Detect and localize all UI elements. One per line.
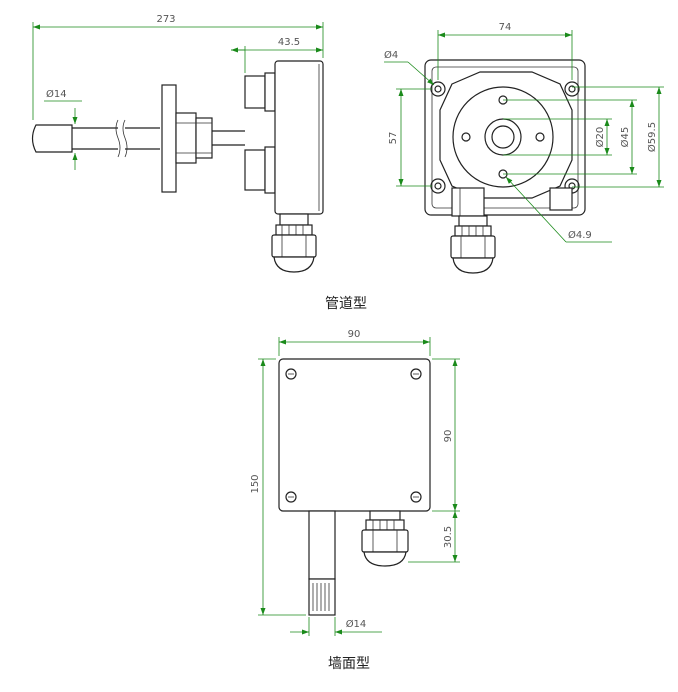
dim-wall-height-total-label: 150 (250, 474, 261, 493)
front-lower-lugs (451, 187, 573, 217)
dim-43-5-label: 43.5 (278, 37, 300, 48)
dim-probe-diameter-side-label: Ø14 (46, 88, 67, 100)
dim-flange-bolt: Ø45 (503, 99, 637, 175)
dim-wall-height-lower: 30.5 (408, 511, 460, 563)
dim-flange-inner-label: Ø20 (594, 127, 606, 148)
dim-hole-4-label: Ø4 (384, 49, 398, 61)
dim-hole-4: Ø4 (384, 49, 435, 86)
dim-wall-probe-diameter: Ø14 (290, 617, 382, 636)
cable-gland (271, 213, 317, 273)
dim-74: 74 (437, 22, 573, 80)
dim-273: 273 (32, 14, 324, 120)
dim-wall-width: 90 (278, 329, 431, 356)
dim-wall-height-total: 150 (250, 358, 306, 616)
flange-clamp (175, 112, 245, 164)
wall-probe (308, 510, 336, 616)
front-cable-gland (450, 215, 496, 274)
dim-wall-width-label: 90 (348, 329, 361, 340)
front-housing (424, 59, 586, 216)
dim-273-label: 273 (156, 14, 175, 25)
dim-flange-bolt-label: Ø45 (619, 127, 631, 148)
dim-flange-hole-label: Ø4.9 (568, 229, 592, 241)
duct-side-view: 273 43.5 Ø14 (31, 14, 324, 273)
wall-box (278, 358, 431, 512)
duct-flange (161, 84, 177, 193)
corner-screws (430, 81, 580, 194)
wall-box-screws (285, 368, 422, 503)
dim-wall-height-box-label: 90 (443, 430, 454, 443)
dim-flange-outer: Ø59.5 (572, 86, 664, 188)
dim-wall-height-box: 90 (432, 358, 460, 512)
dim-flange-inner: Ø20 (503, 118, 612, 156)
wall-cable-gland (361, 510, 409, 567)
dim-wall-probe-diameter-label: Ø14 (346, 618, 367, 630)
caption-duct-type: 管道型 (325, 296, 367, 312)
housing-box (274, 60, 324, 215)
dim-57-label: 57 (388, 132, 399, 145)
duct-front-view: 74 Ø4 57 Ø20 Ø45 (384, 22, 664, 274)
dim-wall-height-lower-label: 30.5 (443, 526, 454, 548)
dim-74-label: 74 (499, 22, 512, 33)
probe-tube (31, 119, 160, 158)
dim-43-5: 43.5 (231, 37, 323, 73)
dim-probe-diameter-side: Ø14 (44, 88, 82, 170)
dim-flange-outer-label: Ø59.5 (646, 122, 658, 152)
housing-ribs (244, 72, 276, 194)
caption-wall-type: 墙面型 (328, 656, 370, 672)
dim-57: 57 (388, 88, 432, 187)
wall-type-view: 90 150 90 30.5 Ø14 (250, 329, 460, 636)
dim-flange-hole: Ø4.9 (505, 176, 612, 243)
